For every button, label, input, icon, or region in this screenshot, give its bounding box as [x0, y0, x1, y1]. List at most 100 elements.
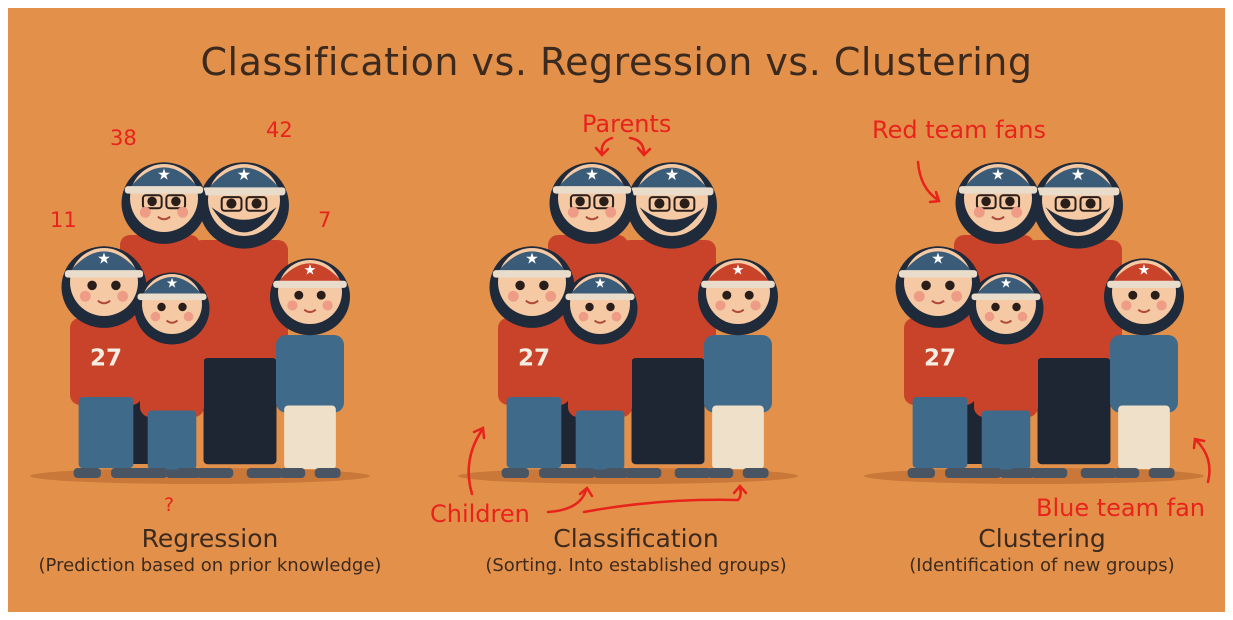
- older-child-head-mouth: [97, 299, 111, 305]
- caption-clustering: Clustering (Identification of new groups…: [852, 524, 1232, 578]
- mother-head-cap: [962, 167, 1034, 190]
- blue-child-head-mouth: [731, 308, 745, 313]
- father-head-eye-left: [654, 198, 665, 209]
- middle-child-head-cap: [568, 277, 632, 297]
- middle-child-legs: [575, 410, 625, 470]
- older-child-head-cheek-left: [913, 290, 925, 302]
- blue-child-head-eye-left: [1128, 290, 1138, 300]
- blue-child-shirt: [704, 335, 772, 413]
- mother-head-cap-brim: [958, 186, 1038, 194]
- middle-child-head-eye-left: [157, 302, 166, 312]
- caption-clustering-subtitle: (Identification of new groups): [909, 555, 1175, 576]
- father-head-eye-right: [251, 198, 262, 209]
- father-shoe-left: [196, 468, 234, 478]
- blue-child-shoe-right: [1148, 468, 1175, 478]
- father-head-glasses-left: [1054, 196, 1077, 212]
- blue-child-legs: [1118, 405, 1170, 469]
- mother-head-cap: [128, 167, 200, 190]
- middle-child-shoe-left: [571, 468, 596, 478]
- older-child-shoe-right: [111, 468, 139, 478]
- red-team-fans-label: Red team fans: [872, 116, 1046, 144]
- blue-child-head-cap-brim: [701, 280, 775, 288]
- middle-child-shoe-right: [604, 468, 629, 478]
- older-child-head-mouth: [525, 299, 539, 305]
- mother-head-cheek-left: [139, 206, 151, 218]
- father-head-cap: [634, 167, 710, 191]
- older-child-jersey-number: 27: [924, 345, 956, 371]
- mother-head-eye-left: [575, 196, 585, 207]
- older-child-legs: [506, 397, 562, 469]
- older-child-shoe-left: [907, 468, 935, 478]
- middle-child-shoe-left: [977, 468, 1002, 478]
- middle-child-head-mouth: [999, 319, 1013, 324]
- blue-child-shoe-left: [707, 468, 734, 478]
- older-child-head-cap-brim: [492, 270, 572, 278]
- blue-child-head-cheek-right: [1156, 300, 1167, 311]
- middle-child-head-mouth: [593, 319, 607, 324]
- father-head-cap: [1040, 167, 1116, 191]
- middle-child-head-eye-left: [585, 302, 594, 312]
- father-head-beard: [639, 207, 705, 233]
- older-child-jersey-number: 27: [518, 345, 550, 371]
- age-label-father: 42: [266, 118, 293, 142]
- mother-head-glasses-left: [569, 194, 591, 210]
- middle-child-shirt: [140, 345, 204, 418]
- blue-child-head-eye-right: [316, 290, 326, 300]
- older-child-shoe-left: [73, 468, 101, 478]
- mother-head-glasses-right: [593, 194, 615, 210]
- mother-head-cheek-right: [177, 206, 189, 218]
- mother-head-mouth: [157, 215, 171, 221]
- middle-child-head-cheek-right: [1017, 311, 1028, 322]
- blue-child-legs: [712, 405, 764, 469]
- blue-child-legs: [284, 405, 336, 469]
- older-child-legs: [912, 397, 968, 469]
- father-head-eye-right: [1085, 198, 1096, 209]
- middle-child-head-cheek-right: [611, 311, 622, 322]
- middle-child-head-cheek-left: [984, 311, 995, 322]
- mother-head-eye-left: [981, 196, 991, 207]
- middle-child-head-cap-star: ★: [594, 276, 606, 292]
- family-group-3: ★★27★★★: [864, 162, 1204, 484]
- older-child-head-cheek-left: [507, 290, 519, 302]
- caption-clustering-title: Clustering: [978, 524, 1106, 553]
- age-label-young-child: 7: [318, 208, 332, 232]
- father-head-eye-right: [679, 198, 690, 209]
- older-child-head-cheek-right: [117, 290, 129, 302]
- mother-head-eye-right: [171, 196, 181, 207]
- mother-head-cap-brim: [124, 186, 204, 194]
- blue-child-head-mouth: [303, 308, 317, 313]
- older-child-head-mouth: [931, 299, 945, 305]
- older-child-head-eye-left: [515, 280, 525, 291]
- blue-child-head-cap: [704, 263, 772, 284]
- mother-head-mouth: [991, 215, 1005, 221]
- older-child-head-eye-right: [945, 280, 955, 291]
- mother-head-glasses-left: [141, 194, 163, 210]
- blue-child-shoe-left: [279, 468, 306, 478]
- middle-child-head-eye-left: [991, 302, 1000, 312]
- older-child-head-eye-right: [111, 280, 121, 291]
- father-head-eye-left: [1060, 198, 1071, 209]
- mother-head-cheek-left: [973, 206, 985, 218]
- caption-classification-title: Classification: [553, 524, 719, 553]
- mother-head-cap-star: ★: [157, 165, 171, 183]
- older-child-head-cap-brim: [64, 270, 144, 278]
- mother-head-glasses-right: [165, 194, 187, 210]
- middle-child-head-cheek-left: [150, 311, 161, 322]
- father-shirt: [1026, 240, 1122, 370]
- middle-child-head-cap-brim: [971, 293, 1041, 301]
- father-head-beard: [211, 207, 277, 233]
- mother-head-mouth: [585, 215, 599, 221]
- father-shirt: [620, 240, 716, 370]
- father-shoe-right: [246, 468, 284, 478]
- older-child-head-cap-star: ★: [931, 249, 945, 267]
- older-child-head-eye-left: [921, 280, 931, 291]
- older-child-head-cap: [496, 251, 568, 274]
- blue-child-head-cap: [1110, 263, 1178, 284]
- father-head-glasses-right: [1079, 196, 1102, 212]
- older-child-legs: [78, 397, 134, 469]
- father-head-cap-star: ★: [1071, 165, 1086, 184]
- father-head-eye-left: [226, 198, 237, 209]
- caption-regression-subtitle: (Prediction based on prior knowledge): [38, 555, 382, 576]
- older-child-head-cap-star: ★: [97, 249, 111, 267]
- middle-child-head-cap: [140, 277, 204, 297]
